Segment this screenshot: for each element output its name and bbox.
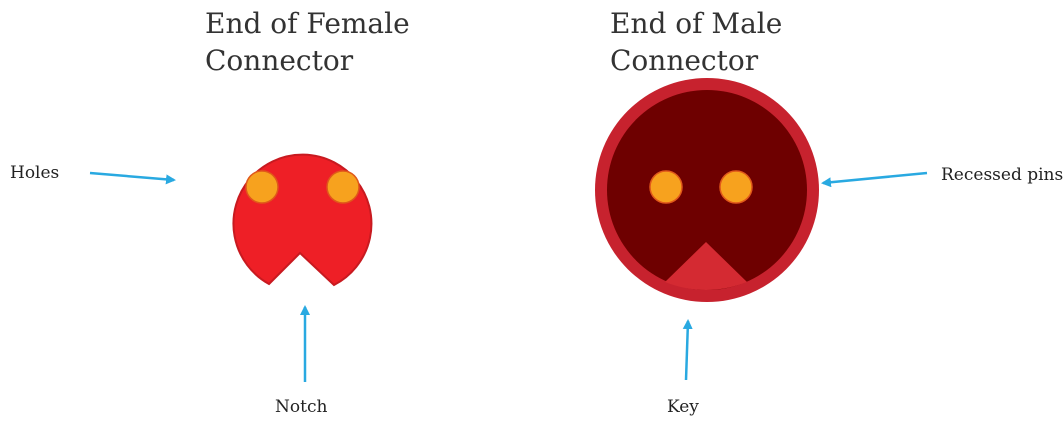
holes-arrow bbox=[89, 171, 176, 185]
male-title-line2: Connector bbox=[610, 44, 759, 77]
holes-label: Holes bbox=[10, 163, 59, 183]
male-pin-left bbox=[649, 170, 683, 204]
key-label: Key bbox=[667, 397, 699, 417]
female-title-line1: End of Female bbox=[205, 7, 410, 40]
recessed-pins-label: Recessed pins bbox=[941, 165, 1063, 185]
male-connector-key bbox=[665, 242, 747, 290]
male-pin-right bbox=[719, 170, 753, 204]
male-title-line1: End of Male bbox=[610, 7, 782, 40]
recessed-pins-arrow bbox=[821, 171, 928, 188]
female-title-line2: Connector bbox=[205, 44, 354, 77]
notch-label: Notch bbox=[275, 397, 327, 417]
female-hole-right bbox=[326, 170, 360, 204]
male-connector-interior bbox=[607, 90, 807, 290]
key-arrow bbox=[682, 319, 693, 381]
female-hole-left bbox=[245, 170, 279, 204]
